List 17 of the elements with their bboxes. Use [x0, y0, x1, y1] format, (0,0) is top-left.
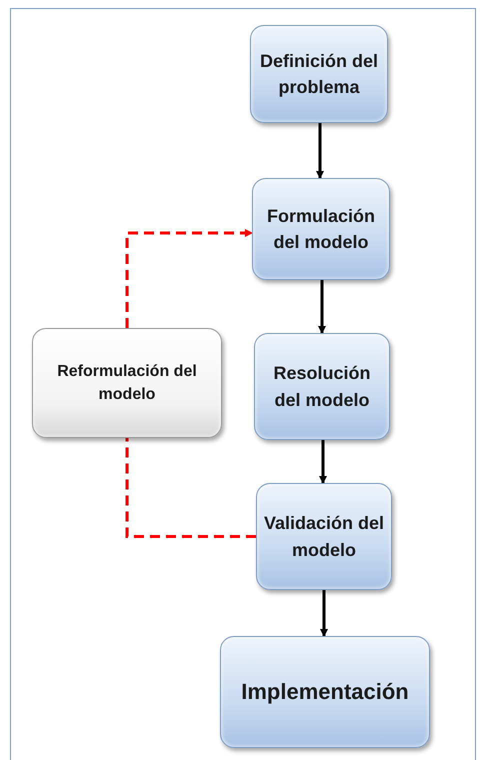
- arrow: [316, 123, 324, 179]
- process-box: [250, 25, 388, 123]
- box-label: Reformulación del modelo: [56, 362, 198, 405]
- arrow: [318, 280, 326, 334]
- box-label: Definición del problema: [258, 50, 379, 99]
- arrow: [126, 229, 253, 328]
- process-box: [220, 636, 430, 748]
- box-label: Implementación: [241, 678, 409, 706]
- process-box: [256, 483, 392, 590]
- box-label: Formulación del modelo: [266, 204, 376, 254]
- box-label: Resolución del modelo: [272, 362, 372, 412]
- arrow: [319, 440, 327, 484]
- process-box: [32, 328, 222, 438]
- box-label: Validación del modelo: [263, 512, 385, 562]
- process-box: [252, 178, 390, 280]
- process-box: [254, 333, 390, 440]
- arrow: [320, 590, 328, 637]
